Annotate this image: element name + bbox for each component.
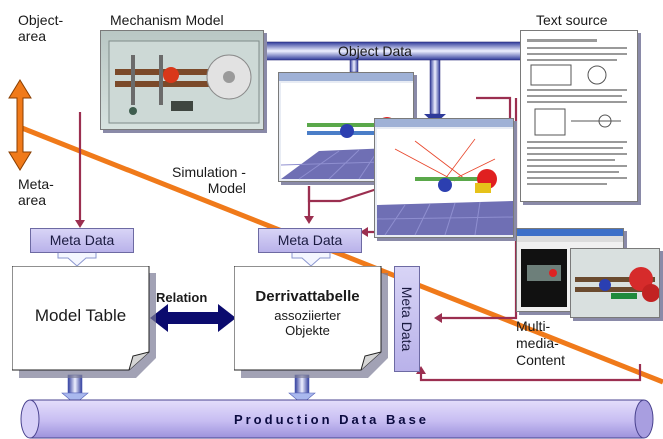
- meta-data-box-left: Meta Data: [30, 228, 134, 253]
- meta-data-box-middle: Meta Data: [258, 228, 362, 253]
- object-meta-separator-line: [21, 125, 663, 385]
- meta-area-label: Meta- area: [18, 176, 54, 208]
- multimedia-content-label: Multi- media- Content: [516, 318, 566, 368]
- relation-double-arrow: [150, 304, 236, 332]
- text-source-label: Text source: [536, 12, 608, 28]
- mechanism-model-label: Mechanism Model: [110, 12, 224, 28]
- derivattabelle-document: Derrivattabelle assoziierter Objekte: [234, 266, 388, 378]
- area-double-arrow: [8, 79, 32, 171]
- mechanism-model-photo: [100, 30, 264, 130]
- meta-down-arrows: [57, 251, 331, 267]
- production-database-cylinder: [20, 399, 654, 439]
- object-area-label: Object- area: [18, 12, 64, 44]
- relation-label: Relation: [156, 290, 208, 305]
- derivattabelle-title: Derrivattabelle: [255, 288, 360, 305]
- production-database-label: Production Data Base: [233, 412, 430, 427]
- model-table-document: Model Table: [12, 266, 156, 378]
- text-source-document: [520, 30, 638, 202]
- object-data-label: Object Data: [338, 43, 412, 59]
- simulation-model-label: Simulation - Model: [172, 164, 246, 196]
- model-table-label: Model Table: [34, 306, 127, 325]
- meta-data-box-vertical: Meta Data: [394, 266, 420, 372]
- multimedia-mechanism-photo: [570, 248, 660, 318]
- simulation-screen-2: [374, 118, 514, 238]
- derivattabelle-subtitle: assoziierter Objekte: [274, 308, 341, 338]
- db-input-arrows: [61, 374, 316, 405]
